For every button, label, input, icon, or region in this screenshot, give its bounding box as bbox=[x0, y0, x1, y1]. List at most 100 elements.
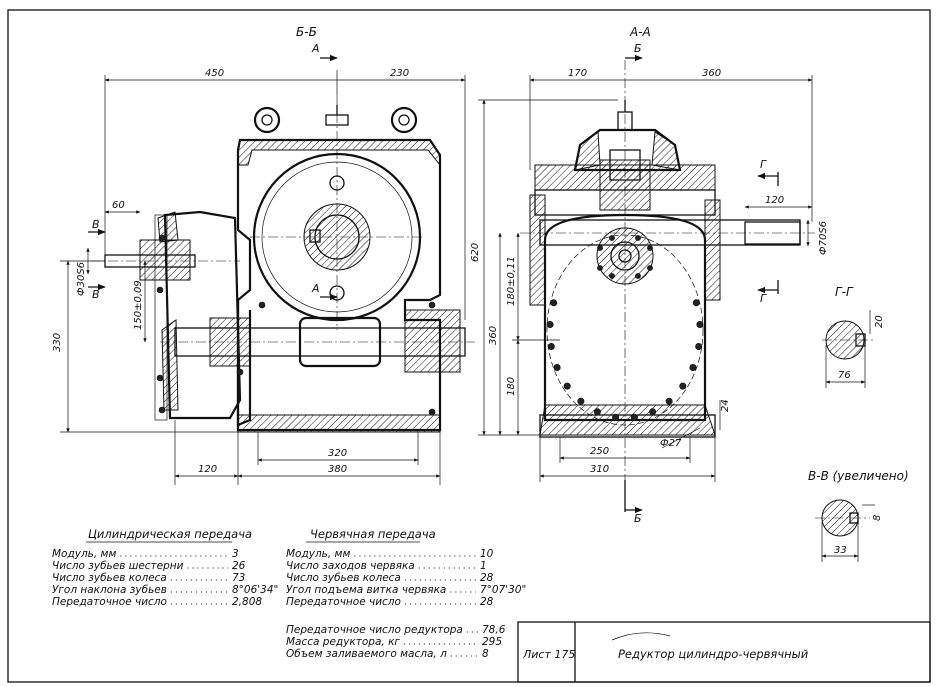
table-row-value: 3 bbox=[232, 548, 239, 560]
dim-620: 620 bbox=[470, 243, 481, 262]
dim-170: 170 bbox=[568, 68, 587, 79]
table-cylindrical: Цилиндрическая передача Модуль, мм 3Число… bbox=[52, 527, 278, 608]
table-row-label: Передаточное число bbox=[52, 596, 167, 608]
section-gg-label: Г-Г bbox=[835, 285, 854, 299]
flange-bolt bbox=[593, 408, 601, 416]
section-aa-label: А-А bbox=[629, 25, 651, 39]
lifting-eye-right bbox=[390, 106, 418, 134]
flange-bolt bbox=[546, 320, 554, 328]
cut-mark-g-top: Г bbox=[760, 158, 767, 171]
table-row-value: 2,808 bbox=[232, 596, 262, 608]
table-cyl-title: Цилиндрическая передача bbox=[88, 527, 252, 541]
dim-310: 310 bbox=[590, 464, 609, 475]
table-row-value: 1 bbox=[480, 560, 487, 572]
section-vv-label: В-В (увеличено) bbox=[808, 469, 909, 483]
dim-180a: 180±0,11 bbox=[506, 256, 517, 306]
cut-mark-g-bottom: Г bbox=[760, 292, 767, 305]
dim-76: 76 bbox=[838, 370, 851, 381]
table-row-value: 73 bbox=[232, 572, 245, 584]
cut-mark-b-top: Б bbox=[634, 42, 642, 55]
flange-bolt bbox=[649, 408, 657, 416]
table-row-label: Угол наклона зубьев bbox=[52, 584, 167, 596]
dim-230: 230 bbox=[390, 68, 409, 79]
hub-bolt bbox=[609, 235, 615, 241]
flange-bolt bbox=[696, 320, 704, 328]
dim-d70s6: Ф70S6 bbox=[818, 221, 829, 255]
dim-180b: 180 bbox=[506, 377, 517, 396]
table-row-value: 8 bbox=[482, 648, 489, 660]
detail-vv: В-В (увеличено) 33 8 bbox=[808, 469, 909, 562]
dim-33: 33 bbox=[834, 545, 847, 556]
flange-bolt bbox=[679, 382, 687, 390]
table-row-value: 8°06'34" bbox=[232, 584, 278, 596]
drawing-title: Редуктор цилиндро-червячный bbox=[618, 647, 809, 661]
table-row-label: Число заходов червяка bbox=[286, 560, 415, 572]
cut-mark-v-bottom: В bbox=[92, 288, 100, 301]
hub-bolt bbox=[647, 245, 653, 251]
table-row-label: Число зубьев колеса bbox=[52, 572, 167, 584]
hub-bolt bbox=[609, 273, 615, 279]
flange-bolt bbox=[550, 299, 558, 307]
sheet-number: Лист 175 bbox=[522, 648, 575, 661]
flange-bolt bbox=[563, 382, 571, 390]
table-row-label: Модуль, мм bbox=[52, 548, 116, 560]
table-row-value: 28 bbox=[480, 596, 494, 608]
dim-60: 60 bbox=[112, 200, 125, 211]
dim-380: 380 bbox=[328, 464, 347, 475]
hub-bolt bbox=[597, 245, 603, 251]
cut-mark-b-bottom: Б bbox=[634, 512, 642, 525]
title-block: Лист 175 Редуктор цилиндро-червячный bbox=[517, 621, 931, 683]
lifting-eye-left bbox=[253, 106, 281, 134]
table-row-label: Модуль, мм bbox=[286, 548, 350, 560]
table-row-label: Объем заливаемого масла, л bbox=[286, 648, 447, 660]
flange-bolt bbox=[547, 342, 555, 350]
table-row-value: 26 bbox=[232, 560, 246, 572]
dim-20: 20 bbox=[874, 315, 885, 328]
table-row-label: Масса редуктора, кг bbox=[286, 636, 400, 648]
table-worm-title: Червячная передача bbox=[310, 527, 436, 541]
right-view-aa bbox=[520, 60, 815, 480]
table-row-label: Передаточное число редуктора bbox=[286, 624, 463, 636]
table-row-label: Угол подъема витка червяка bbox=[286, 584, 446, 596]
hub-bolt bbox=[635, 273, 641, 279]
flange-bolt bbox=[692, 299, 700, 307]
dim-250: 250 bbox=[590, 446, 609, 457]
cut-mark-a-top: А bbox=[311, 42, 320, 55]
table-row-label: Число зубьев шестерни bbox=[52, 560, 184, 572]
flange-bolt bbox=[630, 413, 638, 421]
flange-bolt bbox=[612, 413, 620, 421]
flange-bolt bbox=[665, 397, 673, 405]
table-row-label: Передаточное число bbox=[286, 596, 401, 608]
cut-mark-v-top: В bbox=[92, 218, 100, 231]
left-dimensions: 450 230 60 330 Ф30S6 150±0,09 120 320 38… bbox=[52, 25, 466, 485]
hub-bolt bbox=[647, 265, 653, 271]
bolts-right bbox=[546, 235, 704, 421]
table-row-value: 78,6 bbox=[482, 624, 506, 636]
cut-mark-a-mid: А bbox=[311, 282, 320, 295]
table-row-value: 28 bbox=[480, 572, 494, 584]
table-row-value: 295 bbox=[482, 636, 502, 648]
dim-450: 450 bbox=[205, 68, 224, 79]
flange-bolt bbox=[577, 397, 585, 405]
dim-150: 150±0,09 bbox=[133, 280, 144, 330]
flange-bolt bbox=[689, 363, 697, 371]
dim-330: 330 bbox=[52, 333, 63, 352]
flange-bolt bbox=[553, 363, 561, 371]
output-shaft bbox=[539, 219, 801, 246]
dim-d30s6: Ф30S6 bbox=[76, 262, 87, 296]
left-view-bb bbox=[90, 95, 475, 433]
outer-frame bbox=[7, 9, 931, 683]
hub-bolt bbox=[635, 235, 641, 241]
hub-bolt bbox=[597, 265, 603, 271]
table-row-value: 10 bbox=[480, 548, 494, 560]
detail-gg: Г-Г 76 20 bbox=[822, 285, 885, 388]
dim-320: 320 bbox=[328, 448, 347, 459]
dim-24: 24 bbox=[720, 399, 731, 412]
right-dimensions: 170 360 А-А Б Б 620 360 180±0,11 180 250… bbox=[470, 25, 829, 525]
bolts-left bbox=[156, 234, 436, 416]
dim-120-right: 120 bbox=[765, 195, 784, 206]
section-bb-label: Б-Б bbox=[296, 25, 317, 39]
dim-360-side: 360 bbox=[488, 326, 499, 345]
